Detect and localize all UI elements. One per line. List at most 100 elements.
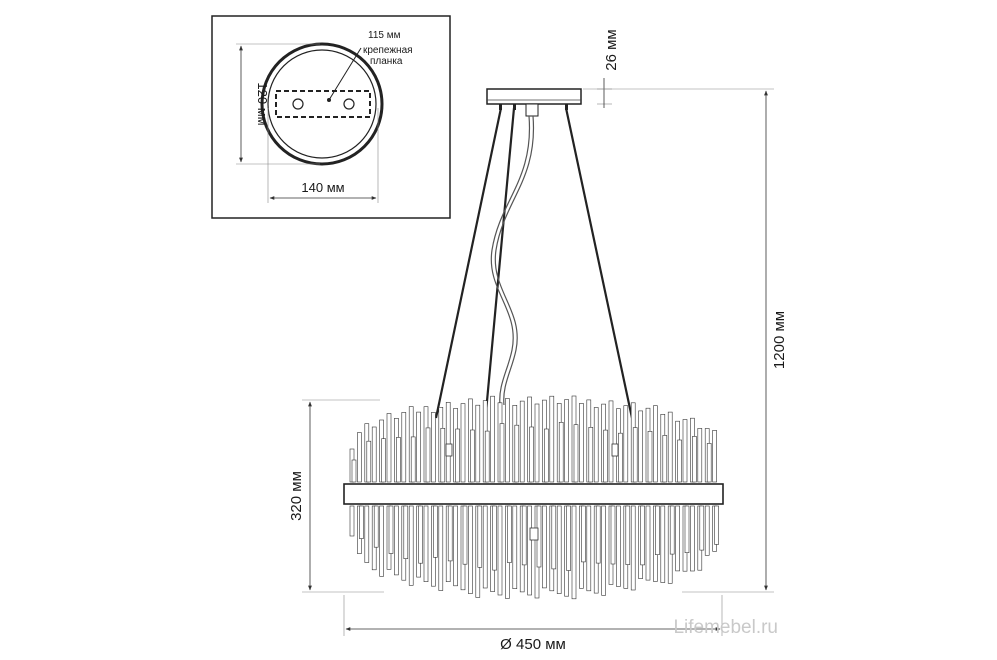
inset-frame — [211, 15, 451, 219]
crystal-rod-lower-inner — [418, 505, 423, 564]
crystal-rod-upper — [416, 411, 421, 483]
diameter-label: Ø 450 мм — [500, 636, 566, 653]
crystal-rod-lower — [527, 505, 532, 596]
crystal-rod-lower — [438, 505, 444, 591]
crystal-rod-upper — [475, 404, 481, 483]
crystal-rod-lower — [704, 505, 710, 556]
crystal-rod-lower-inner — [507, 505, 512, 563]
crystal-rod-upper — [490, 395, 495, 483]
crystal-rod-lower — [512, 505, 518, 589]
mounting-plate-outline — [275, 90, 371, 118]
crystal-rod-lower-inner — [433, 505, 438, 558]
crystal-rod-lower — [660, 505, 666, 583]
crystal-rod-upper — [653, 405, 658, 483]
crystal-rod-lower-inner — [462, 505, 468, 565]
crystal-rods-lower — [349, 505, 719, 600]
plate-name-label-2: планка — [370, 56, 403, 67]
crystal-rod-upper — [505, 398, 510, 483]
canopy-height-label: 26 мм — [603, 29, 620, 70]
crystal-rod-lower-inner — [551, 505, 557, 570]
crystal-rod-upper-inner — [529, 426, 534, 483]
crystal-rod-upper-inner — [366, 440, 372, 483]
crystal-rod-lower-inner — [388, 505, 394, 554]
crystal-rod-upper — [667, 411, 673, 483]
crystal-rod-upper-inner — [410, 436, 416, 483]
crystal-rod-upper-inner — [647, 430, 653, 483]
crystal-rod-upper — [682, 419, 688, 483]
crystal-rod-upper — [593, 407, 599, 483]
crystal-rod-lower-inner — [610, 505, 616, 565]
crystal-rod-upper-inner — [632, 427, 638, 483]
crystal-rod-lower — [690, 505, 695, 572]
crystal-rod-lower-inner — [595, 505, 601, 564]
crystal-rod-lower-inner — [655, 505, 660, 556]
crystal-rod-lower — [379, 505, 384, 577]
crystal-rod-upper-inner — [381, 438, 386, 483]
crystal-rod-upper-inner — [425, 427, 431, 483]
crystal-rod-lower — [453, 505, 458, 587]
crystal-rod-lower-inner — [640, 505, 645, 566]
crystal-rod-upper-inner — [470, 429, 475, 483]
crystal-rod-upper — [638, 410, 643, 483]
crystal-rod-lower-inner — [566, 505, 571, 571]
crystal-rod-upper — [371, 426, 377, 483]
crystal-rod-upper-inner — [499, 423, 505, 483]
mounting-hole-right — [343, 98, 355, 110]
crystal-rod-lower — [616, 505, 621, 587]
crystal-rod-lower — [468, 505, 473, 594]
watermark: Lifemebel.ru — [673, 617, 778, 638]
crystal-rod-lower — [482, 505, 488, 589]
crystal-rod-upper — [386, 413, 392, 483]
crystal-rod-upper — [564, 399, 569, 483]
plate-leader-line — [328, 47, 362, 101]
crystal-rod-upper-inner — [396, 437, 401, 483]
plate-name-label-1: крепежная — [363, 45, 413, 56]
crystal-rod-lower-inner — [699, 505, 705, 551]
crystal-rod-upper-inner — [618, 432, 623, 483]
canopy-outer-circle — [260, 42, 384, 166]
crystal-rod-upper-inner — [677, 439, 682, 483]
crystal-rod-upper-inner — [662, 435, 668, 483]
lamp-holder-1 — [445, 443, 453, 457]
crystal-rod-upper — [534, 403, 540, 483]
crystal-rod-upper-inner — [588, 426, 594, 483]
mounting-detail-inset: 115 мм крепежная планка 120 мм 140 мм — [211, 15, 451, 219]
crystal-rod-lower-inner — [447, 505, 453, 562]
crystal-rod-lower-inner — [625, 505, 631, 565]
crystal-rod-upper — [623, 405, 629, 483]
crystal-rod-lower — [675, 505, 680, 572]
suspension-cable-3 — [564, 107, 634, 419]
crystal-rod-upper — [697, 428, 703, 483]
crystal-rod-upper — [460, 403, 466, 483]
crystal-rod-lower-inner — [359, 505, 364, 539]
canopy-plate — [486, 88, 582, 105]
crystal-rod-upper-inner — [440, 427, 446, 483]
suspension-cable-2 — [484, 107, 516, 413]
crystal-rods-upper — [349, 395, 717, 483]
canopy-inner-circle — [267, 49, 377, 159]
crystal-rod-upper-inner — [351, 459, 357, 483]
power-cord-a — [490, 115, 531, 406]
crystal-rod-lower — [645, 505, 651, 581]
crystal-rod-lower — [364, 505, 370, 563]
wire-hook-3 — [565, 104, 568, 110]
crystal-rod-upper — [401, 412, 407, 483]
crystal-rod-upper — [712, 430, 717, 483]
crystal-rod-upper-inner — [514, 424, 520, 483]
crystal-rod-lower — [556, 505, 562, 594]
crystal-rod-lower — [394, 505, 399, 576]
crystal-rod-upper — [608, 400, 614, 483]
total-height-label: 1200 мм — [771, 311, 788, 369]
crystal-rod-upper-inner — [455, 428, 460, 483]
crystal-rod-lower-inner — [477, 505, 483, 568]
crystal-rod-lower-inner — [714, 505, 719, 545]
crystal-rod-lower — [408, 505, 414, 586]
crystal-rod-lower-inner — [581, 505, 586, 563]
plate-width-label: 115 мм — [368, 30, 401, 41]
crystal-rod-lower-inner — [492, 505, 497, 571]
crystal-rod-upper — [431, 412, 436, 483]
crystal-rod-upper-inner — [573, 424, 579, 483]
crystal-rod-upper-inner — [603, 429, 608, 483]
crystal-rod-lower — [601, 505, 606, 596]
metal-ring — [343, 483, 724, 505]
